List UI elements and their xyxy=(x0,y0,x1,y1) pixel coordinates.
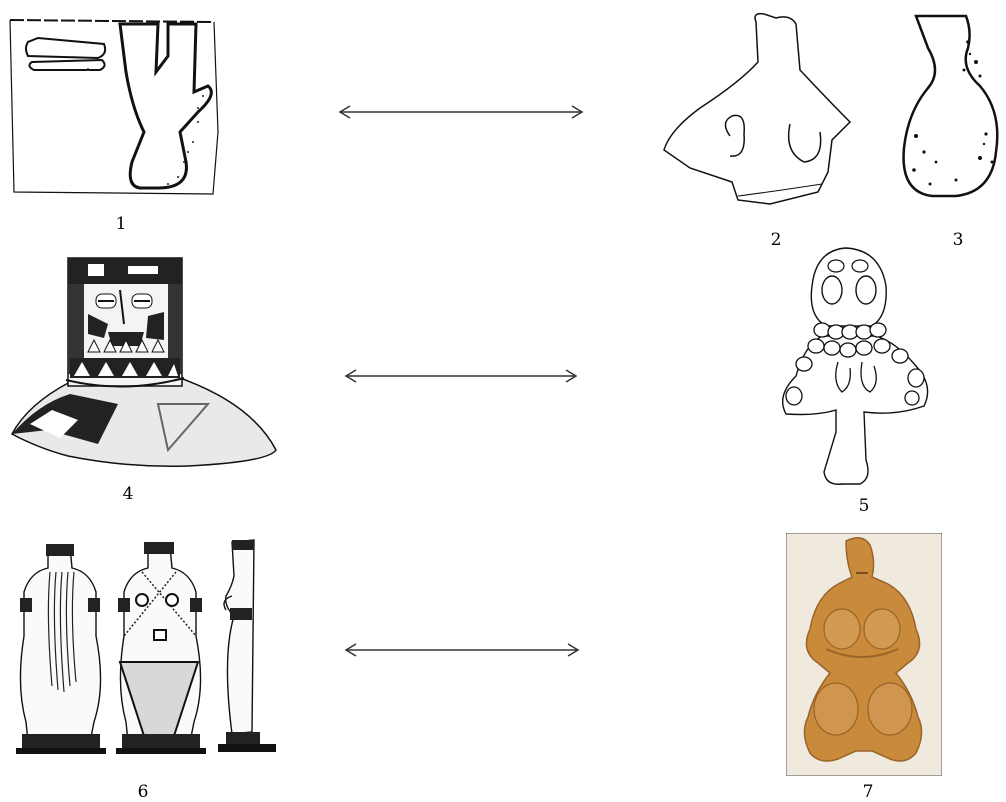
figure-1-relief-slab xyxy=(8,12,220,197)
double-arrow-icon xyxy=(336,104,586,120)
figure-4-painted-vessel xyxy=(8,254,280,476)
figure-5-label: 5 xyxy=(849,496,879,516)
double-arrow-icon xyxy=(342,368,580,384)
figure-5-pellet-figurine xyxy=(776,246,936,490)
figure-6-label: 6 xyxy=(128,782,158,802)
figure-3-gourd-figure xyxy=(896,12,1006,204)
double-arrow-icon xyxy=(342,642,582,658)
figure-1-label: 1 xyxy=(106,214,136,234)
figure-7-clay-figurine-photo xyxy=(786,533,942,776)
figure-6-figurine-three-views xyxy=(12,536,282,760)
figure-7-label: 7 xyxy=(853,782,883,802)
figure-4-label: 4 xyxy=(113,484,143,504)
figure-2-torso-outline xyxy=(660,12,870,212)
figure-3-label: 3 xyxy=(943,230,973,250)
